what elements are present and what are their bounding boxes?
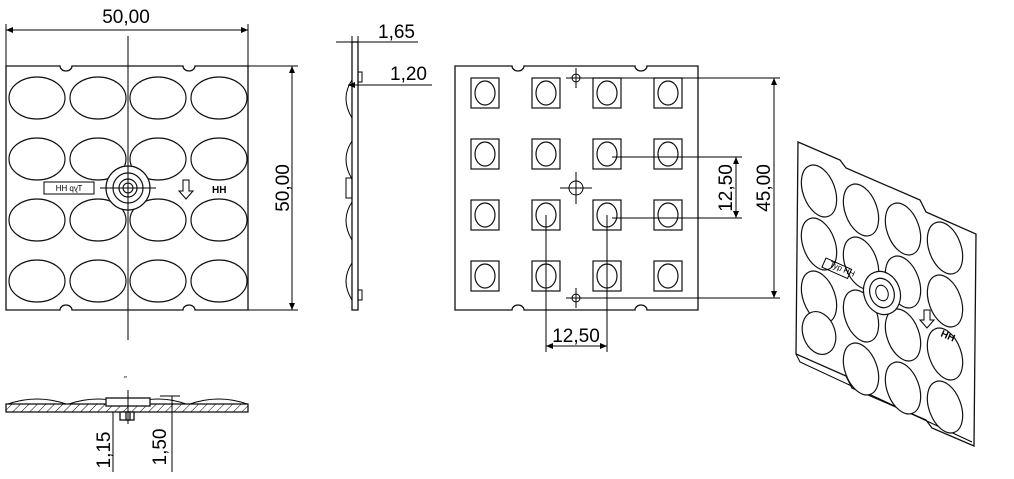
vertical-pitch-dimension: 12,50: [716, 164, 737, 212]
side-lens-dimension: 1,20: [390, 64, 427, 85]
back-socket-grid: [470, 77, 683, 292]
iso-lens-grid: [800, 164, 964, 434]
side-view: 1,65 1,20: [336, 22, 432, 311]
iso-marker-label: HH: [939, 329, 957, 345]
tiny-dimension: ″: [124, 375, 127, 384]
front-view: Typ HH HH 50,00 50,00: [5, 7, 298, 340]
bottom-section-view: ″ 1,15 1,50: [5, 375, 249, 472]
front-marker-label: HH: [212, 185, 226, 196]
height-dimension: 50,00: [273, 164, 294, 212]
back-view: 45,00 12,50 12,50: [454, 65, 780, 352]
base-thickness-dimension: 1,15: [94, 432, 115, 469]
iso-center-boss: [862, 270, 902, 316]
type-label: Typ HH: [55, 184, 82, 193]
direction-arrow-icon: [177, 179, 195, 200]
horizontal-pitch-dimension: 12,50: [552, 326, 600, 347]
isometric-view: Typ HH HH: [795, 141, 977, 447]
front-lens-grid: [8, 76, 248, 303]
iso-direction-arrow-icon: [918, 309, 936, 329]
hole-spacing-dimension: 45,00: [754, 164, 775, 212]
side-thickness-dimension: 1,65: [378, 22, 415, 43]
width-dimension: 50,00: [102, 7, 150, 28]
type-label-box: [43, 181, 95, 195]
total-thickness-dimension: 1,50: [150, 429, 171, 466]
